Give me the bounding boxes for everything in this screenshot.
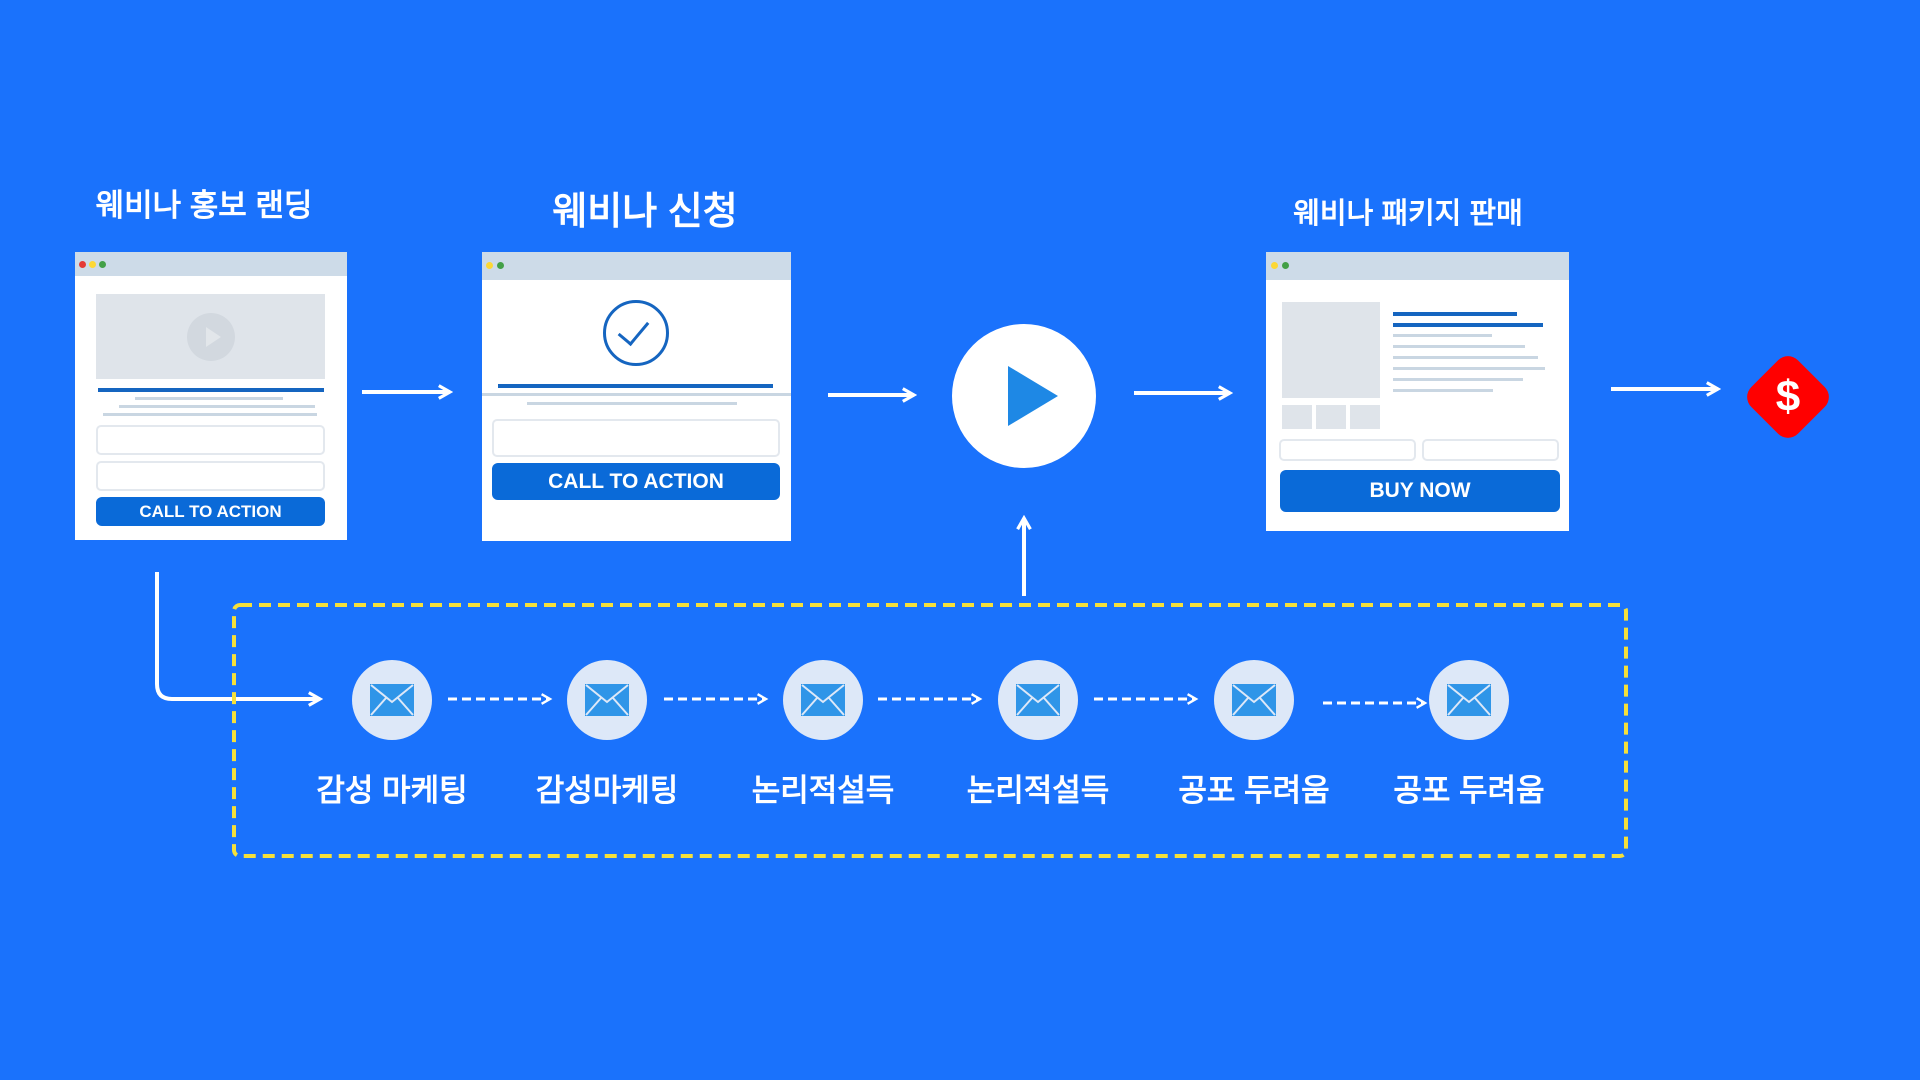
email-sequence-box [232, 603, 1628, 858]
heading-line [1393, 323, 1543, 327]
landing-title: 웨비나 홍보 랜딩 [95, 188, 313, 223]
buy-now-button[interactable]: BUY NOW [1280, 470, 1560, 512]
email-step-label: 감성마케팅 [535, 773, 679, 808]
email-step [783, 660, 863, 740]
envelope-icon [1016, 684, 1060, 716]
dollar-icon: $ [1775, 372, 1801, 421]
thumbnail[interactable] [1282, 405, 1312, 429]
text-line [1393, 389, 1493, 392]
thumbnail-carousel[interactable] [1282, 405, 1380, 429]
landing-page-mockup: CALL TO ACTION [75, 252, 347, 540]
option-field[interactable] [1422, 439, 1559, 461]
window-titlebar [1266, 252, 1569, 280]
call-to-action-button[interactable]: CALL TO ACTION [492, 463, 780, 500]
text-line [1393, 345, 1525, 348]
thumbnail[interactable] [1316, 405, 1346, 429]
envelope-icon [801, 684, 845, 716]
text-line [1393, 378, 1523, 381]
email-step-label: 논리적설득 [751, 773, 895, 808]
input-field[interactable] [492, 419, 780, 457]
text-line [1393, 334, 1492, 337]
minimize-dot-icon [89, 261, 96, 268]
maximize-dot-icon [1282, 262, 1289, 269]
heading-line [1393, 312, 1517, 316]
heading-line [498, 384, 773, 388]
play-icon [1008, 366, 1058, 426]
email-step [352, 660, 432, 740]
maximize-dot-icon [497, 262, 504, 269]
close-dot-icon [79, 261, 86, 268]
input-field[interactable] [96, 425, 325, 455]
window-titlebar [482, 252, 791, 280]
arrow-connector-icon [155, 572, 324, 707]
window-titlebar [75, 252, 347, 276]
email-step [998, 660, 1078, 740]
maximize-dot-icon [99, 261, 106, 268]
signup-page-mockup: CALL TO ACTION [482, 252, 791, 541]
signup-title: 웨비나 신청 [552, 191, 738, 233]
email-step [1429, 660, 1509, 740]
text-line [1393, 356, 1538, 359]
email-step-label: 논리적설득 [966, 773, 1110, 808]
envelope-icon [585, 684, 629, 716]
minimize-dot-icon [486, 262, 493, 269]
sales-title: 웨비나 패키지 판매 [1293, 198, 1523, 230]
email-step [1214, 660, 1294, 740]
product-image [1282, 302, 1380, 398]
minimize-dot-icon [1271, 262, 1278, 269]
play-icon [187, 313, 235, 361]
check-circle-icon [603, 300, 669, 366]
divider [482, 393, 791, 396]
heading-line [98, 388, 324, 392]
envelope-icon [1232, 684, 1276, 716]
text-line [527, 402, 737, 405]
envelope-icon [370, 684, 414, 716]
email-step-label: 공포 두려움 [1178, 773, 1330, 808]
text-line [135, 397, 283, 400]
email-step-label: 공포 두려움 [1393, 773, 1545, 808]
sales-page-mockup: BUY NOW [1266, 252, 1569, 531]
thumbnail[interactable] [1350, 405, 1380, 429]
video-placeholder [96, 294, 325, 379]
input-field[interactable] [96, 461, 325, 491]
call-to-action-button[interactable]: CALL TO ACTION [96, 497, 325, 526]
email-step [567, 660, 647, 740]
webinar-play-button[interactable] [952, 324, 1096, 468]
text-line [103, 413, 317, 416]
text-line [1393, 367, 1545, 370]
email-step-label: 감성 마케팅 [316, 773, 468, 808]
option-field[interactable] [1279, 439, 1416, 461]
envelope-icon [1447, 684, 1491, 716]
text-line [119, 405, 315, 408]
